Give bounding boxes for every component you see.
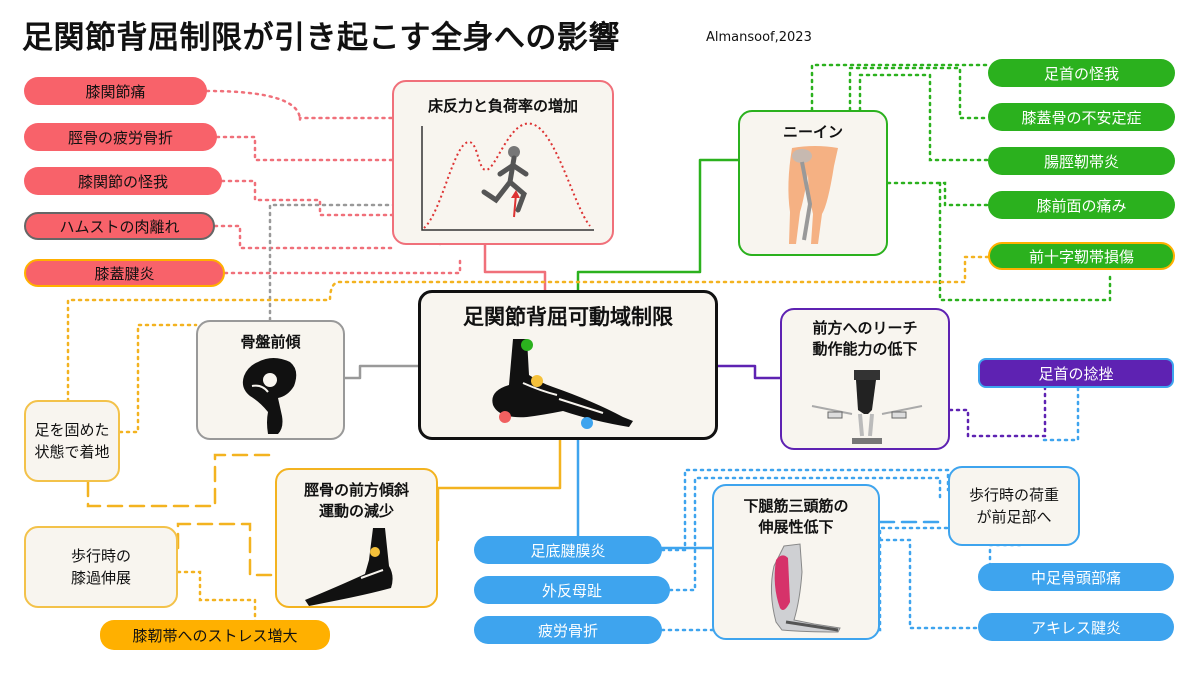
pill-ankle-sprain: 足首の捻挫: [978, 358, 1174, 388]
knee-in-legs-illustration: [788, 146, 838, 244]
tibia-foot-illustration: [305, 528, 393, 606]
pill-ankle-injury: 足首の怪我: [988, 59, 1175, 87]
pill-hamstring-strain: ハムストの肉離れ: [24, 212, 215, 240]
node-ankle-dorsiflexion-limit: 足関節背屈可動域制限: [418, 290, 718, 440]
node-triceps-label: 下腿筋三頭筋の 伸展性低下: [743, 497, 849, 536]
citation: Almansoof,2023: [706, 30, 812, 45]
node-reach-label: 前方へのリーチ 動作能力の低下: [812, 319, 918, 358]
pill-knee-injury: 膝関節の怪我: [24, 167, 222, 195]
foot-bones-illustration: [492, 339, 633, 429]
note-knee-hyperextension: 歩行時の 膝過伸展: [24, 526, 178, 608]
pill-anterior-knee-pain: 膝前面の痛み: [988, 191, 1175, 219]
pill-tibial-stress-fracture: 脛骨の疲労骨折: [24, 123, 217, 151]
node-tibial-tilt-reduction: 脛骨の前方傾斜 運動の減少: [275, 468, 438, 608]
pill-plantar-fasciitis: 足底腱膜炎: [474, 536, 662, 564]
node-knee-in-label: ニーイン: [782, 123, 843, 141]
pelvis-illustration: [242, 358, 297, 434]
node-tibia-label: 脛骨の前方傾斜 運動の減少: [303, 481, 409, 520]
node-grf-label: 床反力と負荷率の増加: [427, 97, 578, 115]
grf-curve-illustration: [421, 122, 594, 231]
node-triceps-surae-tightness: 下腿筋三頭筋の 伸展性低下: [712, 484, 880, 640]
pill-patellar-tendinitis: 膝蓋腱炎: [24, 259, 225, 287]
pill-knee-ligament-stress: 膝靭帯へのストレス増大: [100, 620, 330, 650]
pill-hallux-valgus: 外反母趾: [474, 576, 670, 604]
center-label: 足関節背屈可動域制限: [463, 305, 673, 329]
node-pelvic-tilt-label: 骨盤前傾: [240, 333, 301, 351]
pill-stress-fracture: 疲労骨折: [474, 616, 662, 644]
pill-it-band-syndrome: 腸脛靭帯炎: [988, 147, 1175, 175]
reach-test-illustration: [811, 370, 923, 444]
node-pelvic-tilt: 骨盤前傾: [196, 320, 345, 440]
node-grf-loading-rate: 床反力と負荷率の増加: [392, 80, 614, 245]
note-forefoot-loading: 歩行時の荷重 が前足部へ: [948, 466, 1080, 546]
calf-muscle-illustration: [770, 543, 841, 633]
page-title: 足関節背屈制限が引き起こす全身への影響: [22, 20, 620, 56]
pill-knee-joint-pain: 膝関節痛: [24, 77, 207, 105]
pill-patellar-instability: 膝蓋骨の不安定症: [988, 103, 1175, 131]
node-forward-reach-decline: 前方へのリーチ 動作能力の低下: [780, 308, 950, 450]
pill-acl-injury: 前十字靭帯損傷: [988, 242, 1175, 270]
node-knee-in: ニーイン: [738, 110, 888, 256]
pill-metatarsalgia: 中足骨頭部痛: [978, 563, 1174, 591]
note-stiff-landing: 足を固めた 状態で着地: [24, 400, 120, 482]
pill-achilles-tendinitis: アキレス腱炎: [978, 613, 1174, 641]
